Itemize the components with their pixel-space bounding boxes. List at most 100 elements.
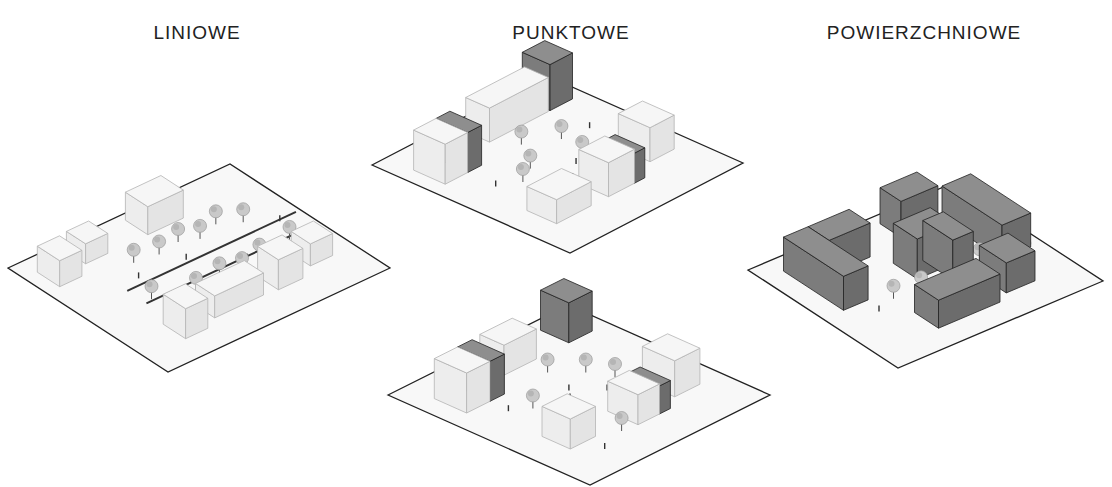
- building-front: [490, 354, 504, 401]
- building-roof: [522, 41, 572, 65]
- tree: [887, 279, 900, 299]
- tree: [579, 353, 592, 373]
- tree-shade: [581, 355, 587, 361]
- tree-shade: [610, 359, 616, 365]
- tree-shade: [516, 127, 522, 133]
- tree-shade: [254, 240, 260, 246]
- building-roof: [541, 279, 593, 303]
- tree-shade: [543, 355, 549, 361]
- tree-crown: [172, 223, 185, 236]
- building-roof: [434, 347, 490, 373]
- building: [542, 394, 596, 449]
- tree: [237, 203, 250, 223]
- building: [125, 176, 183, 235]
- tree-crown: [524, 149, 537, 162]
- building-roof: [608, 370, 660, 394]
- tree-shade: [556, 121, 562, 127]
- tree: [153, 235, 166, 255]
- tree-shade: [525, 151, 531, 157]
- ground-plate: [8, 164, 390, 372]
- building: [434, 347, 490, 413]
- plate-group: [8, 164, 390, 372]
- tree: [515, 125, 528, 145]
- person: [508, 405, 509, 411]
- person: [575, 158, 576, 164]
- tree-crown: [145, 280, 158, 293]
- tree-crown: [555, 120, 568, 133]
- tree-shade: [195, 221, 201, 227]
- tree-shade: [129, 245, 135, 251]
- tree-shade: [237, 253, 243, 259]
- plate-group: [388, 279, 770, 486]
- building-roof: [480, 318, 537, 345]
- tree: [615, 412, 628, 432]
- tree-crown: [237, 203, 250, 216]
- tree: [555, 120, 568, 139]
- tree-crown: [515, 125, 528, 138]
- tree: [194, 219, 207, 239]
- tree-crown: [615, 412, 628, 425]
- person: [878, 305, 879, 311]
- tree-crown: [127, 243, 140, 256]
- building-roof: [37, 236, 82, 261]
- plate-group: [372, 41, 743, 253]
- tree-shade: [238, 204, 244, 210]
- tree-crown: [609, 358, 622, 371]
- building-front: [635, 148, 645, 183]
- building-roof: [125, 176, 183, 207]
- tree-crown: [153, 235, 166, 248]
- person: [495, 181, 496, 187]
- heading-label: POWIERZCHNIOWE: [827, 22, 1022, 44]
- person: [568, 385, 569, 391]
- building: [414, 118, 468, 184]
- tree: [172, 223, 185, 243]
- tree-shade: [617, 413, 623, 419]
- person: [279, 215, 280, 221]
- tree-crown: [887, 279, 900, 292]
- ground-plate: [748, 183, 1103, 368]
- heading-label: LINIOWE: [153, 22, 240, 44]
- building: [608, 370, 660, 424]
- tree-shade: [154, 236, 160, 242]
- tree-crown: [526, 389, 539, 402]
- building-roof: [618, 101, 674, 128]
- tree-shade: [191, 273, 197, 279]
- tree-shade: [214, 258, 220, 264]
- tree: [526, 389, 539, 409]
- highlight-building: [541, 279, 593, 343]
- heading-label: PUNKTOWE: [512, 22, 629, 44]
- person: [604, 443, 605, 449]
- building-roof: [258, 235, 303, 260]
- tree: [541, 353, 554, 373]
- tree-shade: [147, 281, 153, 287]
- building-front: [468, 125, 482, 172]
- building-roof: [942, 174, 1031, 225]
- tree-crown: [516, 163, 529, 176]
- tree-crown: [209, 205, 222, 218]
- building-roof: [642, 334, 700, 361]
- building-roof: [880, 172, 938, 201]
- building-roof: [66, 221, 107, 244]
- tree-shade: [518, 164, 524, 170]
- highlight-building: [784, 227, 869, 311]
- person: [138, 272, 139, 278]
- building-roof: [542, 394, 596, 419]
- tree-shade: [528, 391, 534, 397]
- tree-crown: [541, 353, 554, 366]
- tree: [609, 358, 622, 378]
- tree-shade: [285, 222, 291, 228]
- building-roof: [784, 227, 869, 277]
- building-roof: [923, 212, 974, 240]
- building-roof: [979, 233, 1035, 263]
- tree-shade: [577, 137, 583, 143]
- tree-shade: [173, 224, 179, 230]
- building: [163, 284, 208, 339]
- tree-crown: [579, 353, 592, 366]
- building-roof: [196, 261, 264, 296]
- person: [589, 122, 590, 128]
- building-roof: [915, 258, 1001, 300]
- tree-shade: [916, 272, 922, 278]
- person: [185, 254, 186, 260]
- plate-group: [748, 172, 1103, 368]
